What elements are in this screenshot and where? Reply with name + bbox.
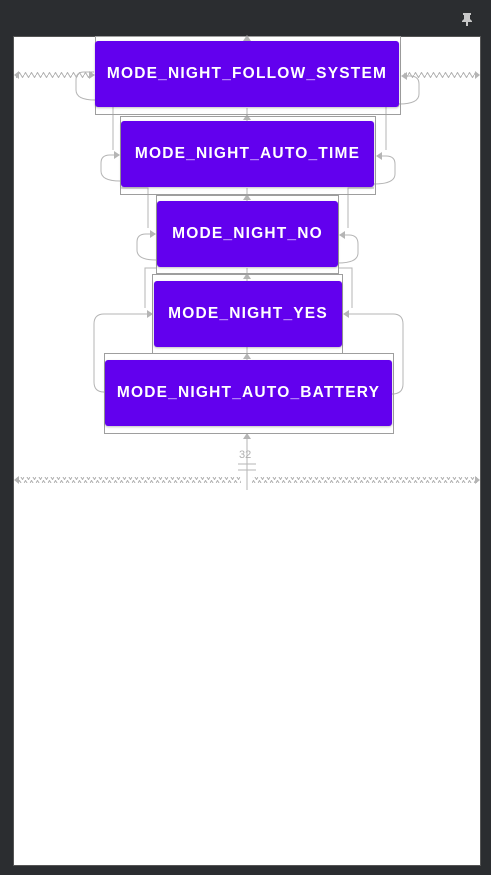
editor-toolbar [0, 0, 491, 36]
bottom-margin-label: 32 [239, 449, 252, 461]
mode-night-follow-system-button[interactable]: MODE_NIGHT_FOLLOW_SYSTEM [95, 41, 399, 107]
auto-time-bounds [120, 116, 376, 195]
auto-battery-bounds [104, 353, 394, 434]
mode-night-yes-button[interactable]: MODE_NIGHT_YES [154, 281, 342, 347]
no-bounds [156, 195, 339, 274]
mode-night-no-button[interactable]: MODE_NIGHT_NO [157, 201, 338, 267]
pin-icon[interactable] [461, 12, 473, 26]
mode-night-auto-time-button[interactable]: MODE_NIGHT_AUTO_TIME [121, 121, 374, 187]
mode-night-auto-battery-button[interactable]: MODE_NIGHT_AUTO_BATTERY [105, 360, 392, 426]
